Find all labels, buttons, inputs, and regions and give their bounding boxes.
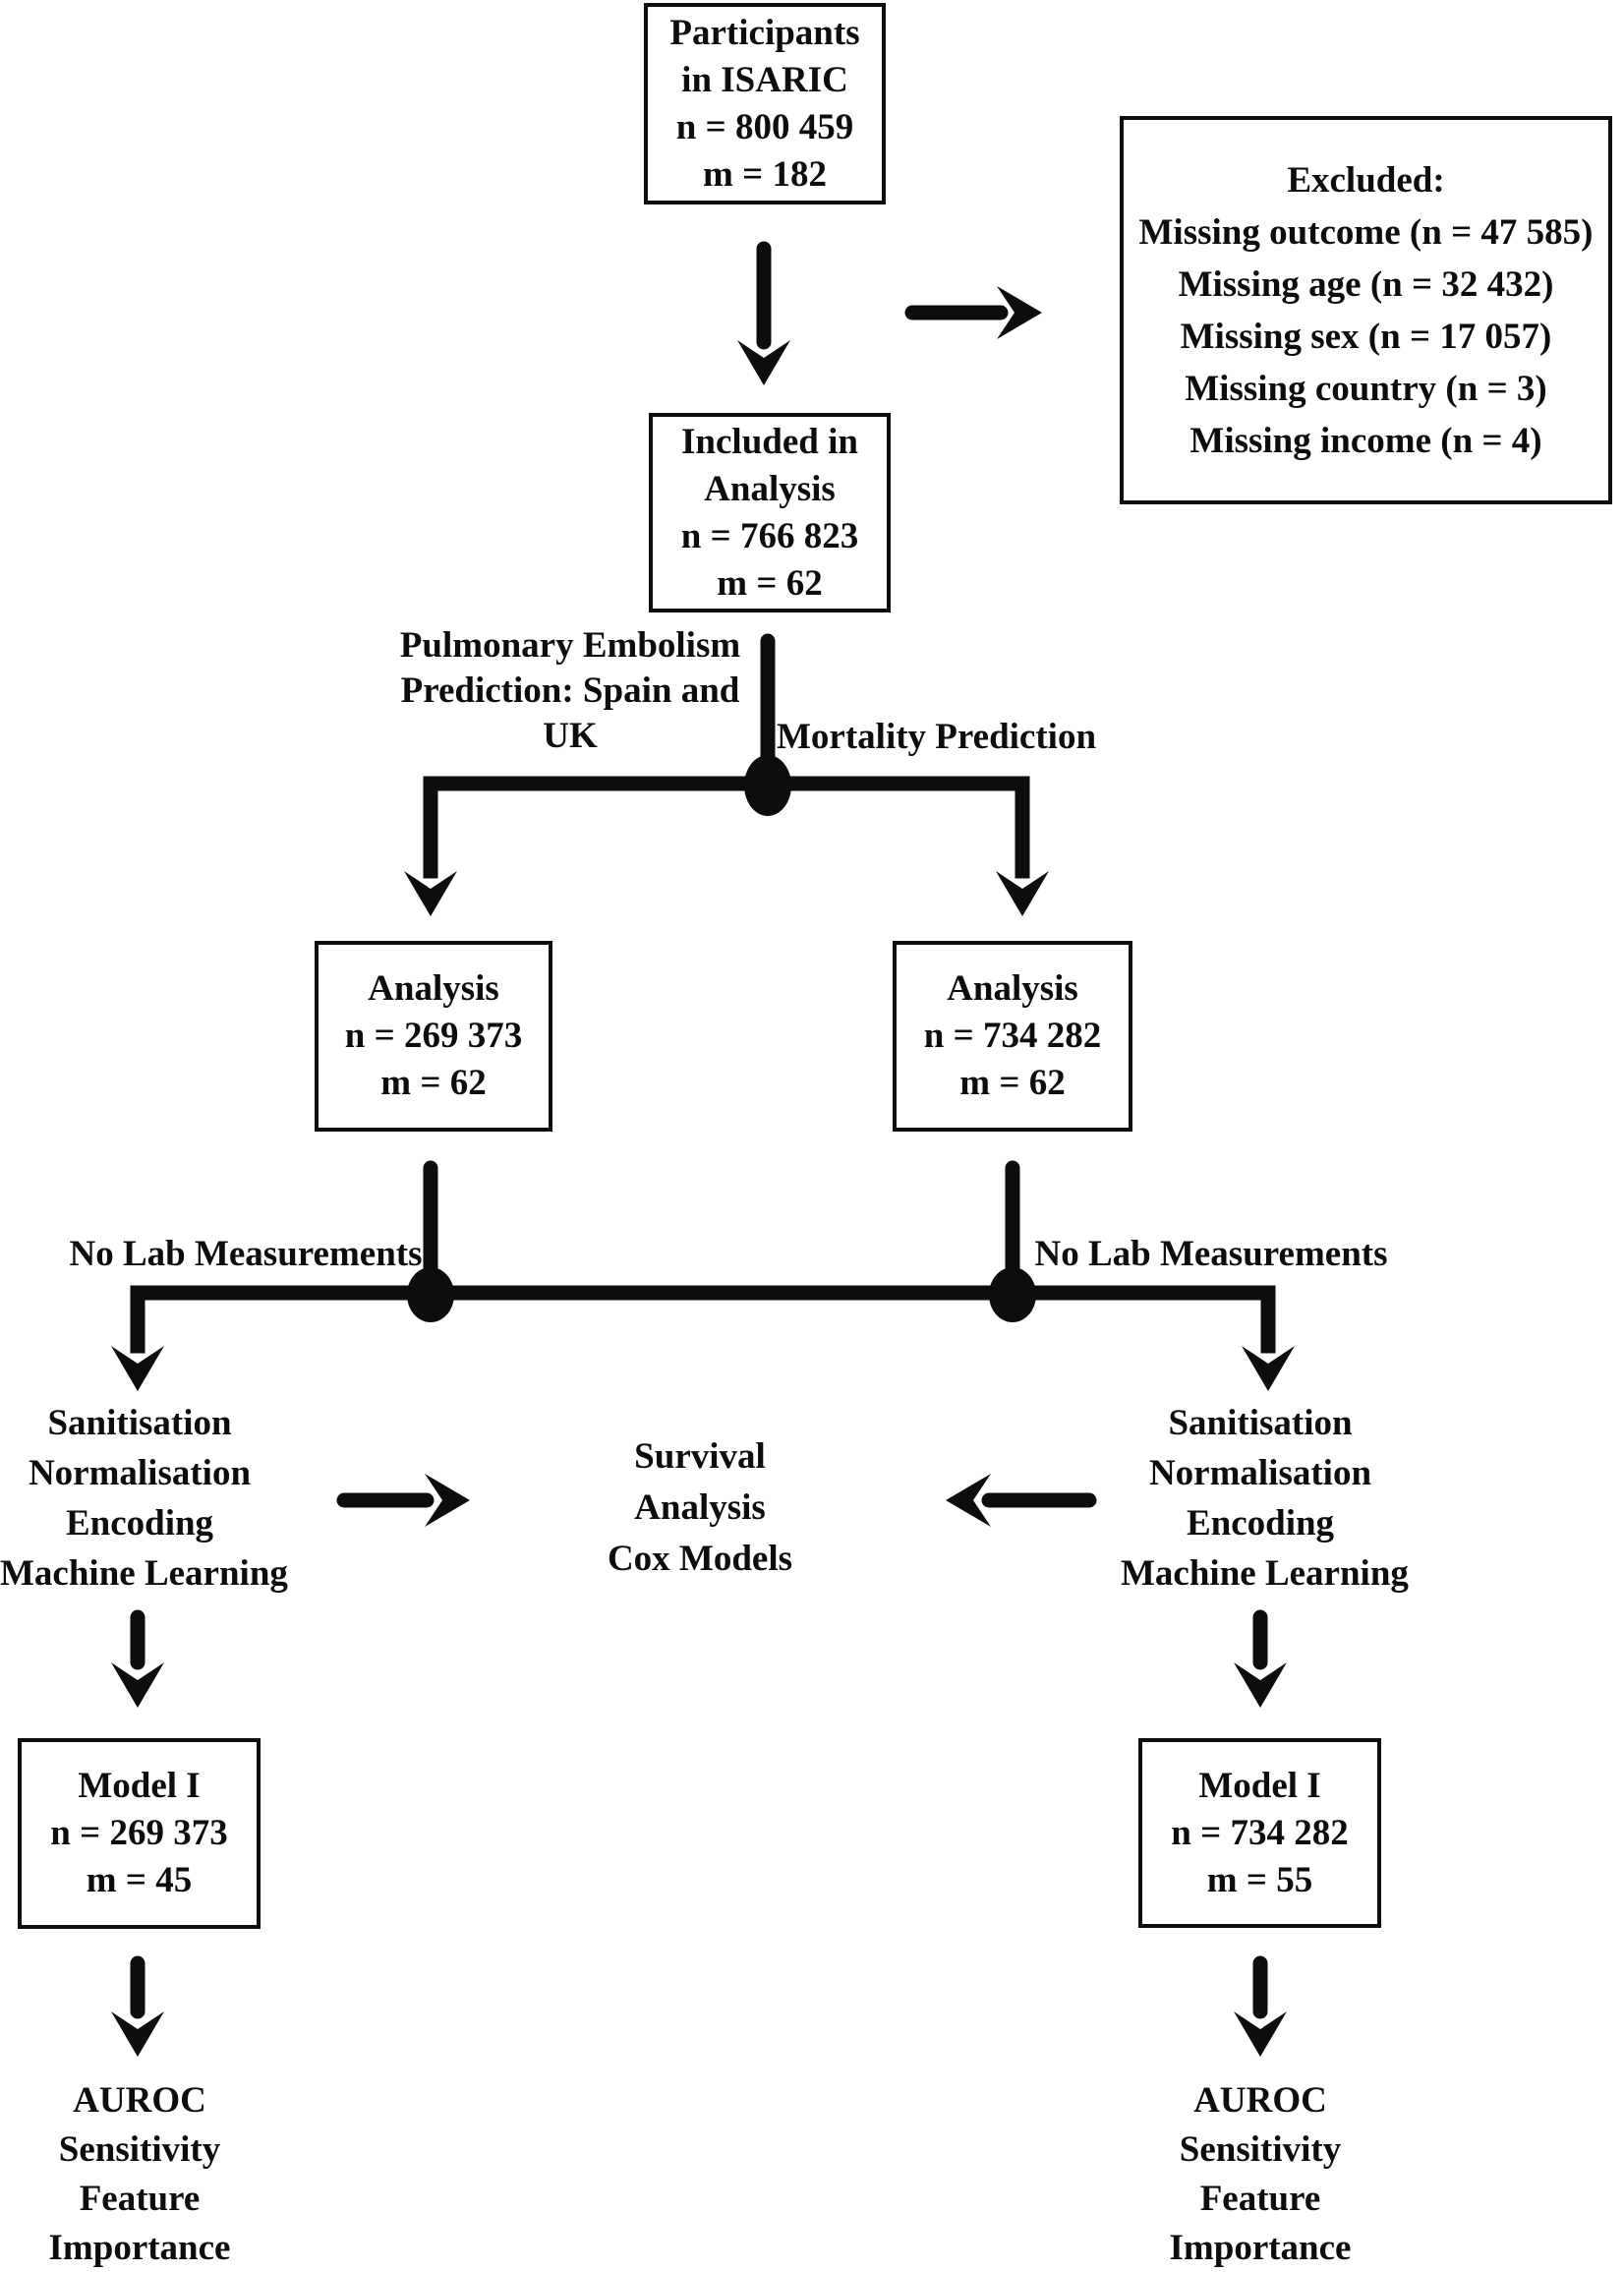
arrow-participants-to-included bbox=[737, 241, 790, 385]
outcomes-right-label: AUROC Sensitivity Feature Importance bbox=[1121, 2076, 1400, 2272]
text-line: Sanitisation bbox=[47, 1403, 232, 1443]
participants-box: Participants in ISARIC n = 800 459 m = 1… bbox=[644, 3, 886, 204]
text-line: Excluded: bbox=[1287, 159, 1445, 201]
excluded-box: Excluded: Missing outcome (n = 47 585) M… bbox=[1120, 116, 1612, 504]
text-line: n = 766 823 bbox=[680, 515, 859, 556]
text-line: Included in bbox=[681, 421, 858, 462]
survival-analysis-label: Survival Analysis Cox Models bbox=[552, 1431, 847, 1585]
text-line: n = 800 459 bbox=[675, 106, 854, 147]
text-line: UK bbox=[543, 716, 598, 756]
text-line: n = 734 282 bbox=[923, 1016, 1102, 1056]
text-line: No Lab Measurements bbox=[1034, 1234, 1388, 1274]
branch-junction-dot bbox=[744, 755, 791, 816]
text-line: Participants bbox=[669, 12, 860, 53]
text-line: Encoding bbox=[1186, 1503, 1335, 1544]
text-line: m = 62 bbox=[717, 562, 823, 604]
text-line: Sanitisation bbox=[1168, 1403, 1353, 1443]
text-line: Pulmonary Embolism bbox=[399, 625, 741, 666]
text-line: Analysis bbox=[634, 1487, 766, 1528]
pulmonary-embolism-branch-label: Pulmonary Embolism Prediction: Spain and… bbox=[354, 623, 786, 759]
no-lab-junction-dot-left bbox=[407, 1267, 454, 1322]
arrow-branch-to-analysis-left bbox=[404, 776, 457, 916]
text-line: Feature bbox=[79, 2179, 201, 2219]
text-line: n = 269 373 bbox=[50, 1813, 228, 1853]
text-line: Analysis bbox=[704, 468, 836, 509]
text-line: in ISARIC bbox=[681, 59, 848, 100]
text-line: Encoding bbox=[65, 1503, 214, 1544]
arrow-branch-to-analysis-right bbox=[996, 776, 1049, 916]
text-line: AUROC bbox=[73, 2080, 206, 2121]
text-line: m = 182 bbox=[703, 153, 827, 195]
pipeline-left-label: Sanitisation Normalisation Encoding Mach… bbox=[0, 1398, 288, 1599]
text-line: Feature bbox=[1199, 2179, 1321, 2219]
text-line: Normalisation bbox=[28, 1453, 252, 1493]
text-line: Missing income (n = 4) bbox=[1189, 420, 1542, 461]
no-lab-measurements-left-label: No Lab Measurements bbox=[59, 1232, 433, 1277]
text-line: Survival bbox=[634, 1436, 766, 1477]
no-lab-measurements-right-label: No Lab Measurements bbox=[1024, 1232, 1398, 1277]
text-line: Missing sex (n = 17 057) bbox=[1180, 316, 1552, 357]
text-line: Model I bbox=[78, 1766, 201, 1806]
outcomes-left-label: AUROC Sensitivity Feature Importance bbox=[0, 2076, 279, 2272]
text-line: Mortality Prediction bbox=[777, 717, 1097, 757]
text-line: Importance bbox=[48, 2228, 231, 2268]
arrow-model-right-to-outcomes bbox=[1234, 1955, 1287, 2057]
arrow-pipeline-right-to-survival bbox=[946, 1474, 1097, 1527]
text-line: n = 269 373 bbox=[344, 1016, 523, 1056]
text-line: Model I bbox=[1198, 1765, 1321, 1806]
text-line: Sensitivity bbox=[1179, 2129, 1342, 2170]
arrow-no-lab-to-pipeline-right bbox=[1242, 1285, 1295, 1391]
text-line: Missing age (n = 32 432) bbox=[1178, 263, 1554, 305]
arrow-pipeline-left-to-survival bbox=[336, 1474, 470, 1527]
included-box: Included in Analysis n = 766 823 m = 62 bbox=[649, 413, 891, 612]
text-line: Sensitivity bbox=[58, 2129, 221, 2170]
text-line: Prediction: Spain and bbox=[400, 670, 740, 711]
text-line: Cox Models bbox=[607, 1539, 793, 1579]
text-line: m = 62 bbox=[380, 1063, 487, 1103]
mortality-branch-label: Mortality Prediction bbox=[777, 715, 1097, 760]
analysis-left-box: Analysis n = 269 373 m = 62 bbox=[315, 941, 552, 1132]
arrow-model-left-to-outcomes bbox=[111, 1955, 164, 2057]
text-line: m = 62 bbox=[959, 1063, 1066, 1103]
no-lab-junction-dot-right bbox=[989, 1267, 1036, 1322]
text-line: Importance bbox=[1169, 2228, 1352, 2268]
arrow-participants-to-excluded bbox=[904, 286, 1042, 339]
text-line: Machine Learning bbox=[0, 1553, 288, 1594]
text-line: Missing country (n = 3) bbox=[1185, 368, 1547, 409]
model-left-box: Model I n = 269 373 m = 45 bbox=[18, 1738, 261, 1929]
text-line: m = 55 bbox=[1206, 1859, 1313, 1900]
text-line: Analysis bbox=[947, 968, 1078, 1009]
pipeline-right-label: Sanitisation Normalisation Encoding Mach… bbox=[1121, 1398, 1409, 1599]
arrow-pipeline-left-to-model bbox=[111, 1609, 164, 1708]
arrow-pipeline-right-to-model bbox=[1234, 1609, 1287, 1708]
text-line: Machine Learning bbox=[1121, 1553, 1409, 1594]
model-right-box: Model I n = 734 282 m = 55 bbox=[1138, 1738, 1381, 1928]
text-line: AUROC bbox=[1193, 2080, 1327, 2121]
text-line: m = 45 bbox=[86, 1860, 193, 1900]
text-line: No Lab Measurements bbox=[69, 1234, 423, 1274]
text-line: Missing outcome (n = 47 585) bbox=[1138, 211, 1594, 253]
text-line: n = 734 282 bbox=[1171, 1812, 1349, 1853]
analysis-right-box: Analysis n = 734 282 m = 62 bbox=[893, 941, 1132, 1132]
arrow-no-lab-to-pipeline-left bbox=[111, 1285, 164, 1391]
text-line: Analysis bbox=[368, 968, 499, 1009]
text-line: Normalisation bbox=[1148, 1453, 1372, 1493]
